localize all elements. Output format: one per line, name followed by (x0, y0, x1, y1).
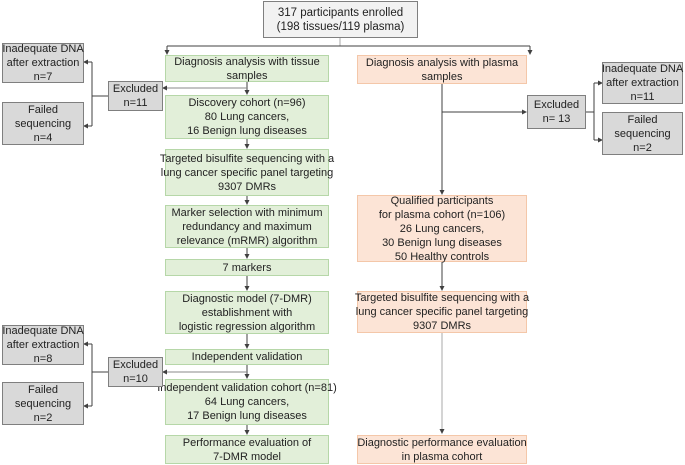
plasma-header-line1: Diagnosis analysis with plasma (365, 56, 519, 69)
plasma-perf-line1: Diagnostic performance evaluation (357, 436, 527, 449)
tissue-header-line1: Diagnosis analysis with tissue (174, 55, 320, 68)
tissue-seq-line3: 9307 DMRs (217, 180, 277, 193)
tissue-seq-line2: lung cancer specific panel targeting (160, 166, 334, 179)
inadequate-11-line3: n=11 (630, 91, 655, 103)
validation-cohort-box: Independent validation cohort (n=81) 64 … (157, 379, 337, 425)
failed-2p-line2: sequencing (614, 127, 671, 140)
plasma-seq-line1: Targeted bisulfite sequencing with a (354, 292, 530, 304)
discovery-line3: 16 Benign lung diseases (187, 125, 307, 137)
performance-evaluation-box: Performance evaluation of 7-DMR model (165, 435, 329, 464)
failed-sequencing-4-box: Failed sequencing n=4 (2, 102, 84, 145)
model-line3: logistic regression algorithm (178, 320, 316, 333)
inadequate-7-line2: after extraction (6, 57, 80, 69)
inadequate-7-line1: Inadequate DNA (2, 43, 84, 55)
failed-sequencing-2-plasma-box: Failed sequencing n=2 (602, 112, 683, 155)
qualified-line1: Qualified participants (390, 194, 494, 207)
inadequate-11-line2: after extraction (606, 77, 679, 89)
qualified-line2: for plasma cohort (n=106) (378, 208, 506, 221)
failed-2p-line1: Failed (627, 113, 658, 126)
qualified-line5: 50 Healthy controls (394, 250, 490, 263)
failed-sequencing-2-tissue-box: Failed sequencing n=2 (2, 382, 84, 425)
tissue-seq-line1: Targeted bisulfite sequencing with a (159, 152, 335, 165)
markers-box: 7 markers (165, 259, 329, 276)
performance-line2: 7-DMR model (213, 450, 281, 463)
qualified-participants-box: Qualified participants for plasma cohort… (357, 194, 527, 263)
tissue-header-line2: samples (226, 69, 268, 82)
independent-validation-box: Independent validation (165, 349, 329, 365)
inadequate-dna-11-box: Inadequate DNA after extraction n=11 (602, 62, 683, 104)
inadequate-7-line3: n=7 (33, 71, 53, 83)
inadequate-8-line2: after extraction (6, 339, 80, 351)
inadequate-dna-7-box: Inadequate DNA after extraction n=7 (2, 43, 84, 83)
inadequate-8-line1: Inadequate DNA (2, 325, 84, 337)
excluded-13-box: Excluded n= 13 (527, 95, 586, 129)
qualified-line3: 26 Lung cancers, (399, 222, 485, 235)
failed-4-line3: n=4 (33, 131, 53, 144)
excluded-13-line1: Excluded (533, 99, 580, 111)
plasma-header-line2: samples (421, 70, 463, 83)
tissue-header-box: Diagnosis analysis with tissue samples (165, 55, 329, 82)
inadequate-8-line3: n=8 (33, 353, 53, 365)
excluded-10-box: Excluded n=10 (108, 357, 163, 387)
enrolled-box: 317 participants enrolled (198 tissues/1… (263, 1, 418, 38)
failed-4-line2: sequencing (14, 117, 72, 130)
marker-selection-box: Marker selection with minimum redundancy… (165, 205, 329, 248)
excluded-11-line2: n=11 (123, 97, 148, 109)
discovery-cohort-box: Discovery cohort (n=96) 80 Lung cancers,… (165, 95, 329, 139)
validation-cohort-line3: 17 Benign lung diseases (187, 410, 307, 422)
enrolled-line2: (198 tissues/119 plasma) (276, 20, 405, 33)
validation-cohort-line1: Independent validation cohort (n=81) (157, 382, 337, 394)
marker-sel-line3: relevance (mRMR) algorithm (176, 234, 318, 247)
failed-2t-line3: n=2 (33, 411, 53, 424)
model-line2: establishment with (201, 306, 293, 319)
markers-line1: 7 markers (222, 261, 272, 274)
enrolled-line1: 317 participants enrolled (277, 6, 404, 19)
qualified-line4: 30 Benign lung diseases (382, 236, 502, 249)
marker-sel-line1: Marker selection with minimum (171, 206, 323, 219)
excluded-11-line1: Excluded (112, 83, 159, 95)
failed-2t-line1: Failed (28, 383, 58, 396)
discovery-line1: Discovery cohort (n=96) (188, 97, 306, 109)
failed-2t-line2: sequencing (14, 397, 72, 410)
plasma-seq-line2: lung cancer specific panel targeting (355, 306, 529, 318)
tissue-sequencing-box: Targeted bisulfite sequencing with a lun… (160, 149, 334, 196)
plasma-seq-line3: 9307 DMRs (412, 320, 472, 332)
validation-line1: Independent validation (191, 351, 303, 363)
discovery-line2: 80 Lung cancers, (204, 111, 290, 123)
failed-2p-line3: n=2 (633, 141, 652, 154)
model-line1: Diagnostic model (7-DMR) (182, 292, 312, 305)
diagnostic-model-box: Diagnostic model (7-DMR) establishment w… (165, 291, 329, 334)
excluded-11-box: Excluded n=11 (108, 81, 163, 111)
excluded-13-line2: n= 13 (542, 113, 571, 125)
plasma-performance-box: Diagnostic performance evaluation in pla… (357, 435, 527, 464)
excluded-10-line1: Excluded (112, 359, 159, 371)
inadequate-11-line1: Inadequate DNA (601, 63, 684, 75)
marker-sel-line2: redundancy and maximum (182, 220, 312, 233)
validation-cohort-line2: 64 Lung cancers, (204, 396, 290, 408)
plasma-sequencing-box: Targeted bisulfite sequencing with a lun… (354, 291, 530, 333)
plasma-header-box: Diagnosis analysis with plasma samples (357, 55, 527, 84)
plasma-perf-line2: in plasma cohort (401, 450, 483, 463)
performance-line1: Performance evaluation of (182, 436, 312, 449)
inadequate-dna-8-box: Inadequate DNA after extraction n=8 (2, 325, 84, 365)
excluded-10-line2: n=10 (123, 373, 148, 385)
failed-4-line1: Failed (28, 103, 58, 116)
